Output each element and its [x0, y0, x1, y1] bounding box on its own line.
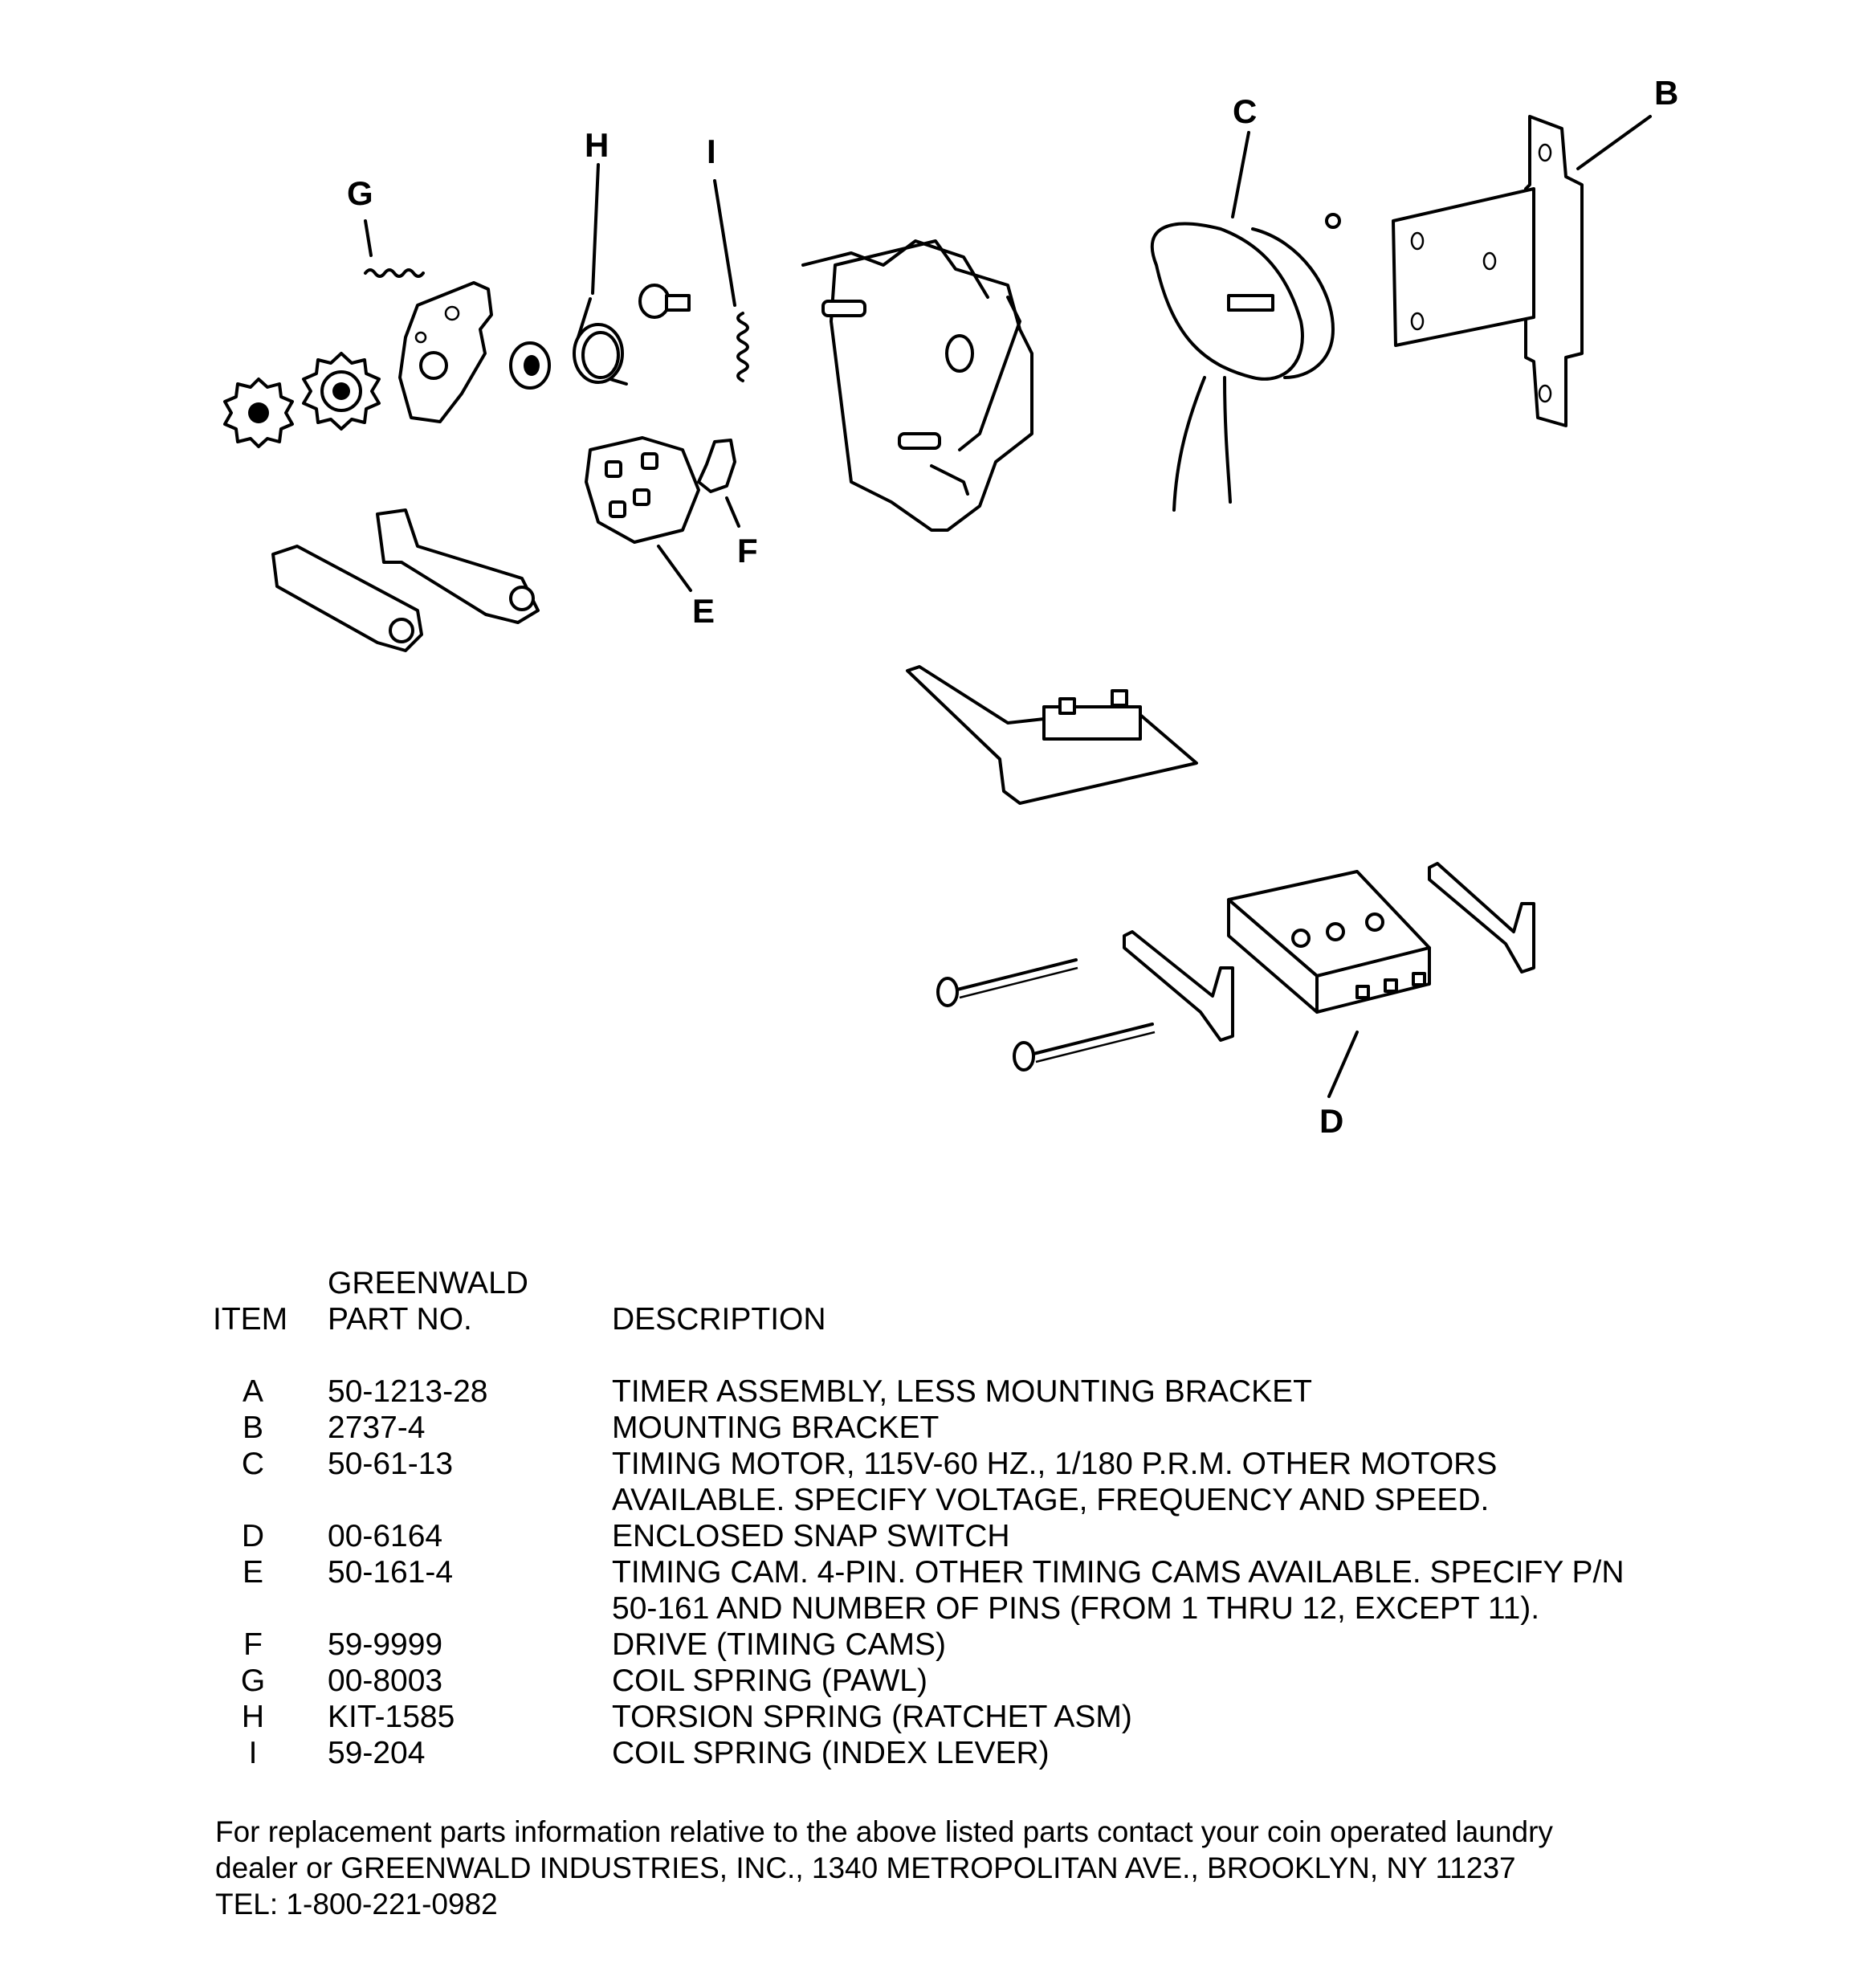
callout-i: I	[707, 133, 716, 170]
timer-frame-plate	[801, 239, 1033, 532]
callout-h: H	[585, 126, 609, 164]
timing-cam-e	[585, 436, 700, 544]
long-screws	[936, 958, 1156, 1072]
row-part: 50-61-13	[328, 1447, 454, 1481]
snap-switch-d	[1227, 870, 1431, 1014]
ratchet-gear	[302, 352, 381, 431]
index-levers	[271, 508, 540, 652]
parts-illustration	[223, 115, 1652, 1098]
row-part: 50-161-4	[328, 1555, 454, 1590]
row-desc: MOUNTING BRACKET	[612, 1410, 940, 1445]
callout-c: C	[1233, 92, 1258, 130]
row-desc: COIL SPRING (INDEX LEVER)	[612, 1736, 1050, 1770]
switch-actuator-arms	[1123, 862, 1535, 1042]
row-desc: COIL SPRING (PAWL)	[612, 1663, 927, 1698]
row-desc: TIMING CAM. 4-PIN. OTHER TIMING CAMS AVA…	[612, 1555, 1625, 1590]
header-description: DESCRIPTION	[612, 1302, 826, 1337]
row-part: 50-1213-28	[328, 1374, 488, 1409]
star-gear-left	[223, 378, 294, 448]
callout-g: G	[347, 174, 373, 212]
callout-e: E	[692, 592, 715, 630]
row-part: 59-9999	[328, 1627, 443, 1662]
row-item: B	[242, 1410, 263, 1445]
row-desc: ENCLOSED SNAP SWITCH	[612, 1519, 1010, 1553]
row-item: C	[241, 1447, 265, 1481]
header-item: ITEM	[213, 1302, 288, 1337]
callout-d: D	[1319, 1102, 1344, 1140]
header-part-line1: GREENWALD	[328, 1266, 528, 1300]
row-item: G	[240, 1663, 266, 1698]
row-part: 00-6164	[328, 1519, 443, 1553]
row-item: A	[242, 1374, 263, 1409]
row-item: F	[243, 1627, 263, 1662]
row-item: E	[242, 1555, 263, 1590]
coil-spring-i	[736, 312, 749, 382]
coil-spring-g	[364, 268, 425, 278]
mounting-bracket-b	[1392, 115, 1584, 427]
switch-mounting-plate	[906, 665, 1198, 805]
timing-motor-c	[1150, 213, 1341, 512]
row-item: H	[241, 1700, 265, 1734]
row-item: D	[241, 1519, 265, 1553]
header-part-line2: PART NO.	[328, 1302, 472, 1337]
callout-b: B	[1654, 74, 1679, 112]
washer	[509, 341, 551, 390]
row-item: I	[248, 1736, 258, 1770]
row-desc: TIMER ASSEMBLY, LESS MOUNTING BRACKET	[612, 1374, 1312, 1409]
row-part: 2737-4	[328, 1410, 426, 1445]
row-part: 00-8003	[328, 1663, 443, 1698]
row-desc: DRIVE (TIMING CAMS)	[612, 1627, 946, 1662]
exploded-parts-diagram: G H I C B E F D	[223, 74, 1679, 1140]
drive-clip-f	[697, 439, 736, 493]
footer-line-1: For replacement parts information relati…	[215, 1815, 1553, 1848]
footer-line-2: dealer or GREENWALD INDUSTRIES, INC., 13…	[215, 1851, 1516, 1884]
pawl-lever	[398, 281, 493, 423]
contact-footer: For replacement parts information relati…	[215, 1814, 1781, 1922]
row-desc-line2: 50-161 AND NUMBER OF PINS (FROM 1 THRU 1…	[612, 1591, 1540, 1626]
callout-leader-lines	[364, 115, 1652, 1098]
footer-phone: TEL: 1-800-221-0982	[215, 1888, 498, 1921]
row-part: KIT-1585	[328, 1700, 455, 1734]
row-desc: TORSION SPRING (RATCHET ASM)	[612, 1700, 1132, 1734]
row-desc-line2: AVAILABLE. SPECIFY VOLTAGE, FREQUENCY AN…	[612, 1483, 1490, 1517]
shoulder-screw	[638, 284, 691, 319]
callout-f: F	[737, 532, 758, 569]
row-desc: TIMING MOTOR, 115V-60 HZ., 1/180 P.R.M. …	[612, 1447, 1498, 1481]
row-part: 59-204	[328, 1736, 426, 1770]
torsion-spring-h	[573, 297, 628, 386]
